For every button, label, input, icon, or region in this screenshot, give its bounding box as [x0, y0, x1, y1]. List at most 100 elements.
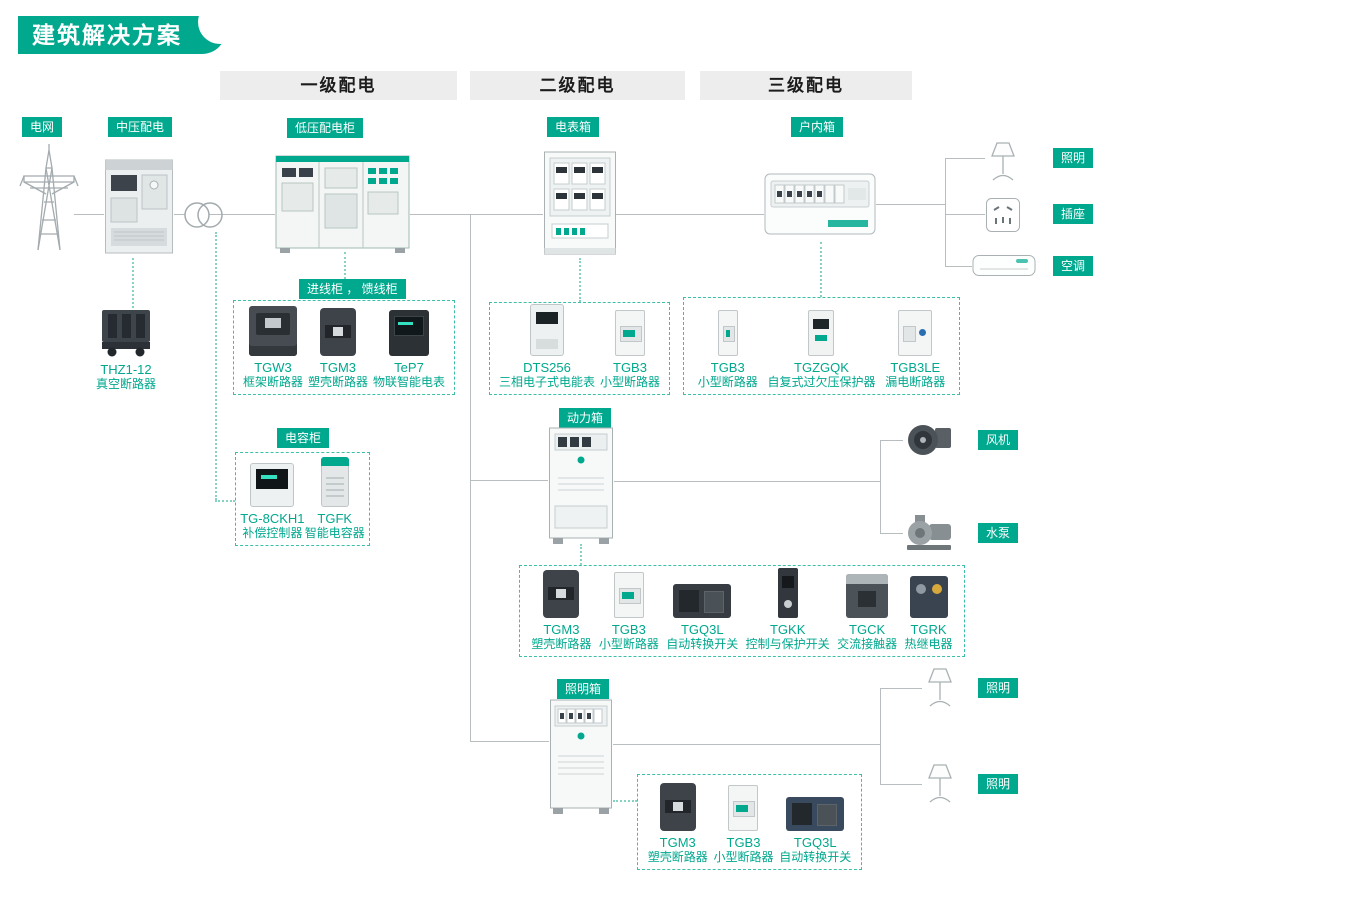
connector-grid-to-mv: [74, 214, 104, 215]
tgkk-control-protect-switch-icon: [777, 568, 798, 618]
product-desc: 热继电器: [904, 637, 953, 651]
load-label-lighting-1: 照明: [1053, 148, 1094, 168]
product-desc: 真空断路器: [95, 377, 156, 391]
tgfk-capacitor-icon: [320, 457, 349, 507]
tag-lighting-box: 照明箱: [557, 679, 610, 699]
connector-to-power-box: [470, 480, 548, 481]
product-item: TGM3 塑壳断路器: [648, 782, 708, 864]
product-name: THZ1-12: [100, 362, 152, 377]
stub-ac: [945, 266, 972, 267]
product-desc: 补偿控制器: [242, 526, 303, 540]
vacuum-breaker-product: THZ1-12 真空断路器: [70, 306, 182, 391]
dotted-power-to-group: [580, 544, 582, 565]
section-header-level1: 一级配电: [220, 71, 457, 100]
meter-box-image: [544, 151, 616, 255]
load-label-lighting-2: 照明: [978, 678, 1019, 698]
tgb3-mcb-icon: [728, 785, 759, 831]
pump-icon: [907, 515, 951, 550]
fan-icon: [908, 425, 951, 455]
product-item: TGB3 小型断路器: [698, 305, 758, 389]
product-item: TGW3 框架断路器: [243, 306, 303, 389]
tag-incoming-feeder-cabinet: 进线柜 ， 馈线柜: [299, 279, 406, 299]
product-desc: 交流接触器: [837, 637, 898, 651]
connector-main-vertical: [470, 214, 471, 742]
stub-lamp-3: [880, 784, 922, 785]
product-desc: 塑壳断路器: [531, 637, 592, 651]
transformer-symbol-icon: [184, 202, 223, 228]
product-desc: 自复式过欠压保护器: [767, 375, 876, 389]
lamp-icon-1: [991, 142, 1015, 181]
product-name: TG-8CKH1: [240, 511, 305, 526]
stub-fan: [880, 440, 903, 441]
tgm3-mccb-icon: [543, 570, 580, 618]
product-desc: 控制与保护开关: [745, 637, 830, 651]
connector-meter-to-indoor: [615, 214, 764, 215]
dotted-main-to-capacitor-v: [215, 232, 217, 500]
tgrk-thermal-relay-icon: [909, 576, 948, 618]
product-name: TGQ3L: [680, 622, 724, 637]
product-item: DTS256 三相电子式电能表: [499, 304, 595, 389]
product-group-meter-box: DTS256 三相电子式电能表 TGB3 小型断路器: [489, 302, 670, 395]
tag-capacitor-cabinet: 电容柜: [277, 428, 330, 448]
stub-pump: [880, 533, 903, 534]
product-item: TGRK 热继电器: [905, 573, 953, 651]
bracket-lighting-loads: [880, 688, 881, 785]
product-item: TGB3LE 漏电断路器: [885, 305, 945, 389]
tg8ckh1-controller-icon: [250, 463, 295, 507]
product-desc: 物联智能电表: [372, 375, 445, 389]
tgq3l-ats-icon: [786, 797, 845, 831]
tgzgqk-protector-icon: [808, 310, 835, 356]
product-name: TGW3: [254, 360, 292, 375]
lighting-distribution-box-image: [550, 699, 612, 814]
connector-indoor-box-out: [876, 204, 945, 205]
indoor-box-image: [764, 173, 876, 235]
section-header-level2: 二级配电: [470, 71, 685, 100]
product-item: TGB3 小型断路器: [600, 310, 660, 389]
product-desc: 自动转换开关: [666, 637, 739, 651]
connector-lighting-box-out: [613, 744, 880, 745]
product-group-power-box: TGM3 塑壳断路器 TGB3 小型断路器 TGQ3L 自动转换开关 TGKK …: [519, 565, 965, 657]
load-label-socket: 插座: [1053, 204, 1094, 224]
load-label-fan: 风机: [978, 430, 1019, 450]
product-item: TGM3 塑壳断路器: [308, 308, 368, 389]
vacuum-breaker-image: [102, 310, 150, 357]
tag-grid: 电网: [22, 117, 63, 137]
product-item: TGFK 智能电容器: [304, 457, 365, 540]
product-item: TGCK 交流接触器: [837, 573, 897, 651]
connector-to-lighting-box: [470, 741, 549, 742]
dts256-energy-meter-icon: [529, 304, 564, 356]
product-name: TGB3: [613, 360, 647, 375]
dotted-indoor-to-group: [820, 242, 822, 297]
product-name: TGFK: [317, 511, 353, 526]
connector-lv-to-meter: [410, 214, 543, 215]
product-desc: 智能电容器: [304, 526, 365, 540]
product-name: TGM3: [659, 835, 696, 850]
product-item: TGB3 小型断路器: [713, 782, 774, 864]
product-item: TGZGQK 自复式过欠压保护器: [767, 305, 876, 389]
product-desc: 小型断路器: [599, 375, 660, 389]
tag-mv-distribution: 中压配电: [108, 117, 173, 137]
product-desc: 小型断路器: [697, 375, 758, 389]
tep7-smart-meter-icon: [388, 310, 429, 356]
product-name: TGM3: [543, 622, 580, 637]
section-header-level3: 三级配电: [700, 71, 912, 100]
product-name: TGB3: [726, 835, 761, 850]
tgq3l-ats-icon: [673, 584, 732, 618]
load-label-pump: 水泵: [978, 523, 1019, 543]
product-desc: 小型断路器: [713, 850, 774, 864]
lamp-icon-3: [928, 764, 952, 803]
dotted-main-to-capacitor-h: [215, 500, 235, 502]
product-item: TG-8CKH1 补偿控制器: [240, 460, 305, 540]
connector-power-box-out: [614, 481, 880, 482]
product-item: TeP7 物联智能电表: [373, 308, 445, 389]
product-desc: 小型断路器: [598, 637, 659, 651]
lamp-icon-2: [928, 668, 952, 707]
product-name: DTS256: [523, 360, 571, 375]
tgck-contactor-icon: [846, 574, 889, 618]
product-name: TGZGQK: [794, 360, 849, 375]
product-name: TGQ3L: [793, 835, 837, 850]
tgb3-mcb-icon: [613, 572, 644, 618]
bracket-indoor-loads: [945, 158, 946, 267]
load-label-lighting-3: 照明: [978, 774, 1019, 794]
product-group-indoor-box: TGB3 小型断路器 TGZGQK 自复式过欠压保护器 TGB3LE 漏电断路器: [683, 297, 960, 395]
